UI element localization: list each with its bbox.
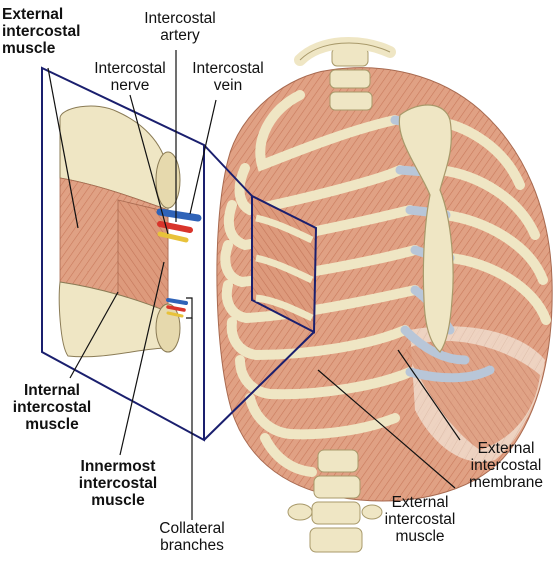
collateral-bracket (186, 297, 193, 319)
inset-detail (41, 66, 315, 442)
label-external-intercostal-muscle-right: External intercostal muscle (384, 494, 456, 545)
label-intercostal-nerve: Intercostal nerve (94, 60, 166, 94)
spine-upper (329, 47, 373, 111)
label-external-intercostal-muscle-left: External intercostal muscle (2, 6, 81, 57)
inset-connector-top (203, 144, 253, 197)
inset-lower-rib-end (155, 303, 181, 353)
label-intercostal-artery: Intercostal artery (144, 10, 216, 44)
thorax (216, 37, 553, 553)
spine-lower (287, 449, 383, 553)
label-external-intercostal-membrane: External intercostal membrane (468, 440, 544, 491)
inset-upper-rib-end (155, 151, 181, 209)
leader-lines (47, 50, 461, 520)
thorax-window-ribs (255, 214, 314, 322)
label-intercostal-vein: Intercostal vein (192, 60, 264, 94)
label-innermost-intercostal-muscle: Innermost intercostal muscle (78, 458, 158, 509)
label-collateral-branches: Collateral branches (159, 520, 225, 554)
inner-cavity (405, 340, 540, 450)
inset-internal-muscle (117, 199, 169, 313)
sternum (398, 104, 454, 353)
inset-connector-bottom (203, 331, 315, 441)
label-internal-intercostal-muscle: Internal intercostal muscle (12, 382, 92, 433)
clavicle-outline (299, 42, 391, 61)
ribs (220, 90, 551, 477)
